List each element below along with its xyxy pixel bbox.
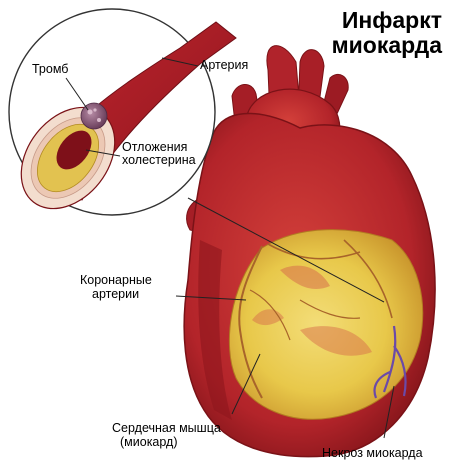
thrombus	[80, 102, 108, 130]
necrosis-vessels	[373, 325, 407, 399]
label-muscle-line1: Сердечная мышца	[112, 421, 221, 435]
leader-lines	[65, 57, 395, 439]
label-deposits-line1: Отложения	[122, 140, 188, 154]
title-line-2: миокарда	[331, 32, 442, 58]
label-coronary-line2: артерии	[92, 287, 140, 301]
label-artery: Артерия	[200, 58, 249, 72]
label-thrombus: Тромб	[32, 62, 69, 76]
label-deposits-line2: холестерина	[122, 153, 196, 167]
label-necrosis: Некроз миокарда	[322, 446, 423, 460]
coronary-artery-path	[238, 245, 263, 399]
label-coronary-line1: Коронарные	[80, 273, 152, 287]
label-muscle-line2: (миокард)	[120, 435, 178, 449]
heart	[183, 45, 436, 458]
artery-cross-section-inset	[8, 8, 237, 216]
title-line-1: Инфаркт	[341, 7, 442, 33]
